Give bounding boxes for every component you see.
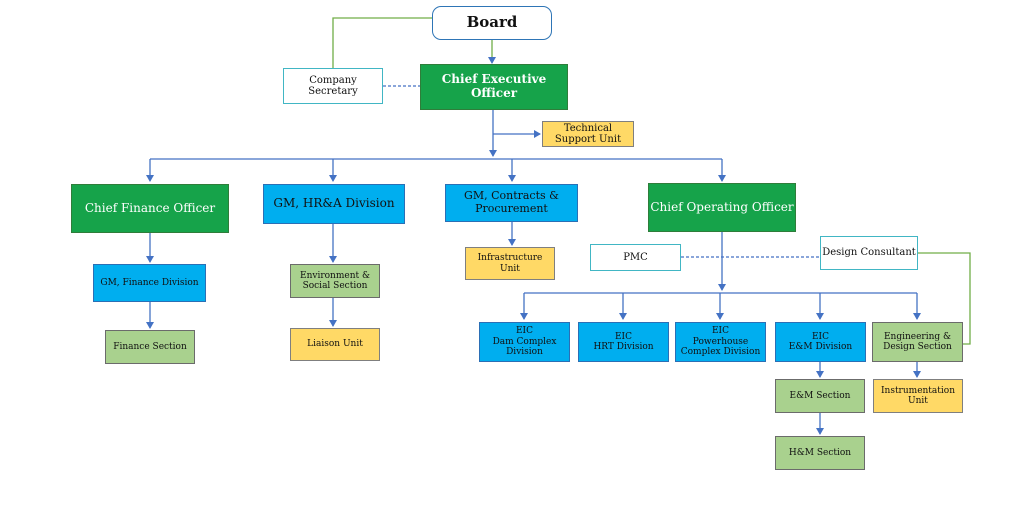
gm-finance-division-box: GM, Finance Division [93,264,206,302]
board-box: Board [432,6,552,40]
liaison-unit-box: Liaison Unit [290,328,380,361]
eic-hrt-division-box: EIC HRT Division [578,322,669,362]
eic-powerhouse-complex-division-box: EIC Powerhouse Complex Division [675,322,766,362]
pmc-box: PMC [590,244,681,271]
engineering-design-section-box: Engineering & Design Section [872,322,963,362]
consultant-to-engineering-line [918,252,971,345]
company-secretary-box: Company Secretary [283,68,383,104]
coo-box: Chief Operating Officer [648,183,796,232]
eic-em-division-box: EIC E&M Division [775,322,866,362]
ceo-box: Chief Executive Officer [420,64,568,110]
eic-dam-complex-division-box: EIC Dam Complex Division [479,322,570,362]
secretary-to-board-line [332,17,432,68]
design-consultant-box: Design Consultant [820,236,918,270]
instrumentation-unit-box: Instrumentation Unit [873,379,963,413]
environment-social-section-box: Environment & Social Section [290,264,380,298]
cfo-box: Chief Finance Officer [71,184,229,233]
technical-support-unit-box: Technical Support Unit [542,121,634,147]
gm-hra-division-box: GM, HR&A Division [263,184,405,224]
hm-section-box: H&M Section [775,436,865,470]
finance-section-box: Finance Section [105,330,195,364]
infrastructure-unit-box: Infrastructure Unit [465,247,555,280]
gm-contracts-procurement-box: GM, Contracts & Procurement [445,184,578,222]
em-section-box: E&M Section [775,379,865,413]
